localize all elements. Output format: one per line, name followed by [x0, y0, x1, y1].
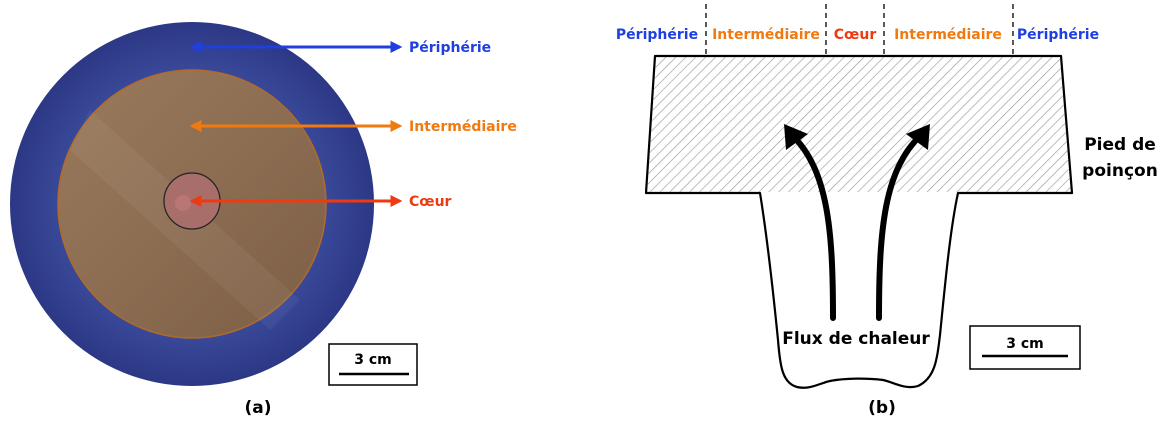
- heat-flux-arrowhead-right: [906, 124, 930, 150]
- top-label-periphery-left: Périphérie: [616, 27, 698, 43]
- intermediate-label: Intermédiaire: [409, 119, 517, 135]
- top-label-intermediate-left: Intermédiaire: [712, 27, 820, 43]
- heat-flux-label: Flux de chaleur: [782, 329, 930, 349]
- scale-bar-box-b: [969, 325, 1081, 370]
- top-label-core: Cœur: [834, 27, 877, 43]
- top-label-periphery-right: Périphérie: [1017, 27, 1099, 43]
- panel-b: Périphérie Intermédiaire Cœur Intermédia…: [616, 4, 1158, 418]
- caption-b: (b): [868, 398, 896, 418]
- heat-flux-arrow-left: [789, 132, 836, 321]
- scale-bar-label-a: 3 cm: [354, 352, 392, 368]
- punch-foot-hatched: [647, 57, 1071, 192]
- core-spot: [175, 195, 191, 211]
- periphery-label: Périphérie: [409, 40, 491, 56]
- core-label: Cœur: [409, 194, 452, 210]
- punch-foot-label: Pied de: [1084, 135, 1156, 155]
- caption-a: (a): [244, 398, 271, 418]
- panel-a: Périphérie Intermédiaire Cœur 3 cm (a): [10, 22, 517, 418]
- heat-flux-arrowhead-left: [784, 124, 808, 150]
- scale-bar-label-b: 3 cm: [1006, 336, 1044, 352]
- scale-bar-box-a: [328, 343, 418, 386]
- punch-foot-label-2: poinçon: [1082, 161, 1158, 181]
- top-label-intermediate-right: Intermédiaire: [894, 27, 1002, 43]
- heat-flux-arrow-right: [876, 132, 924, 321]
